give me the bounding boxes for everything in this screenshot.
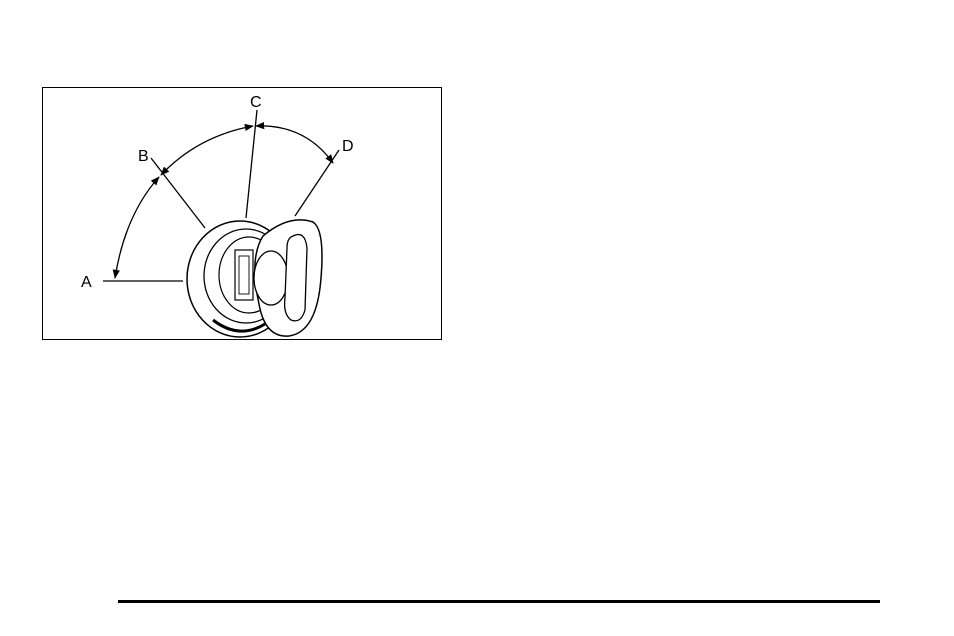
callout-c: C — [250, 94, 262, 111]
callout-d: D — [342, 138, 354, 155]
arc-c-to-d — [256, 126, 333, 163]
arc-b-to-c — [161, 126, 253, 175]
key-head — [254, 220, 322, 336]
arc-a-to-b — [115, 177, 159, 278]
footer-rule — [118, 600, 880, 603]
leader-line-d — [295, 150, 339, 216]
ignition-switch-figure: A B C D — [42, 87, 442, 340]
leader-line-b — [151, 158, 205, 228]
callout-b: B — [138, 148, 149, 165]
callout-a: A — [81, 274, 92, 291]
ignition-switch-illustration: A B C D — [43, 88, 443, 341]
